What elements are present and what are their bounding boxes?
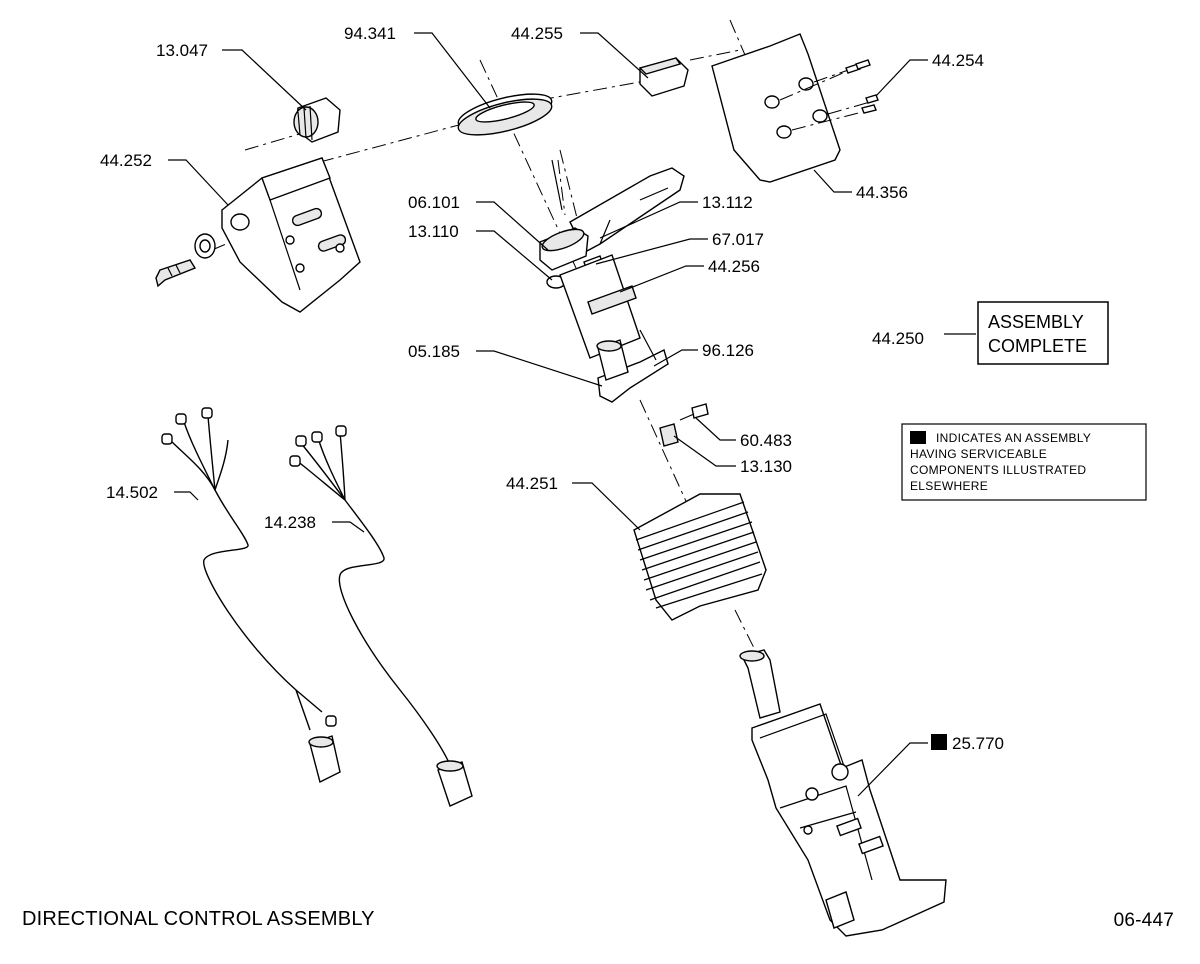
assembly-complete-group: 44.250 ASSEMBLY COMPLETE — [872, 301, 1109, 365]
part-14238-harness — [289, 425, 473, 807]
assembly-complete-box — [977, 301, 1109, 365]
part-13130-nut — [659, 423, 679, 447]
callout-25770-marker — [931, 734, 947, 750]
callout-44255: 44.255 — [511, 24, 563, 43]
leader-lines — [168, 32, 976, 797]
legend-box: INDICATES AN ASSEMBLY HAVING SERVICEABLE… — [901, 423, 1147, 501]
callout-13047: 13.047 — [156, 41, 208, 60]
part-44255-cap — [638, 57, 689, 97]
callout-13130: 13.130 — [740, 457, 792, 476]
callout-13112: 13.112 — [702, 193, 753, 212]
callout-25770: 25.770 — [952, 734, 1004, 753]
assembly-label-line1: ASSEMBLY — [988, 312, 1084, 332]
legend-frame — [901, 423, 1147, 501]
part-25770-lower-assembly — [739, 649, 947, 937]
callout-44251: 44.251 — [506, 474, 558, 493]
legend-line4: ELSEWHERE — [910, 479, 988, 493]
part-14502-harness — [161, 407, 341, 784]
legend-line3: COMPONENTS ILLUSTRATED — [910, 463, 1086, 477]
part-13112-lever — [569, 167, 685, 253]
legend-line2: HAVING SERVICEABLE — [910, 447, 1047, 461]
callout-44254: 44.254 — [932, 51, 984, 70]
callout-06101: 06.101 — [408, 193, 460, 212]
legend-marker — [910, 431, 926, 444]
part-44356-plate — [711, 33, 841, 183]
legend-line1: INDICATES AN ASSEMBLY — [936, 431, 1091, 445]
callout-14502: 14.502 — [106, 483, 158, 502]
assembly-part-number: 44.250 — [872, 329, 924, 348]
callout-13110: 13.110 — [408, 222, 459, 241]
part-44251-boot — [633, 493, 767, 621]
part-13047-connector — [293, 97, 341, 143]
callout-44356: 44.356 — [856, 183, 908, 202]
callout-14238: 14.238 — [264, 513, 316, 532]
upper-column-parts — [539, 159, 641, 359]
callout-60483: 60.483 — [740, 431, 792, 450]
assembly-label-line2: COMPLETE — [988, 336, 1087, 356]
callout-96126: 96.126 — [702, 341, 754, 360]
part-94341-ring — [457, 93, 553, 136]
callout-94341: 94.341 — [344, 24, 396, 43]
part-60483-screw — [679, 403, 709, 421]
callout-67017: 67.017 — [712, 230, 764, 249]
callout-labels: 13.047 44.252 94.341 44.255 44.254 44.35… — [100, 24, 1004, 753]
callout-44256: 44.256 — [708, 257, 760, 276]
callout-05185: 05.185 — [408, 342, 460, 361]
part-44254-screws — [779, 59, 879, 131]
diagram-title: DIRECTIONAL CONTROL ASSEMBLY — [22, 908, 375, 930]
key-and-ring — [155, 233, 216, 288]
part-44252-bracket — [221, 157, 361, 313]
part-05185-bracket — [596, 329, 669, 403]
callout-44252: 44.252 — [100, 151, 152, 170]
document-number: 06-447 — [1113, 910, 1174, 931]
